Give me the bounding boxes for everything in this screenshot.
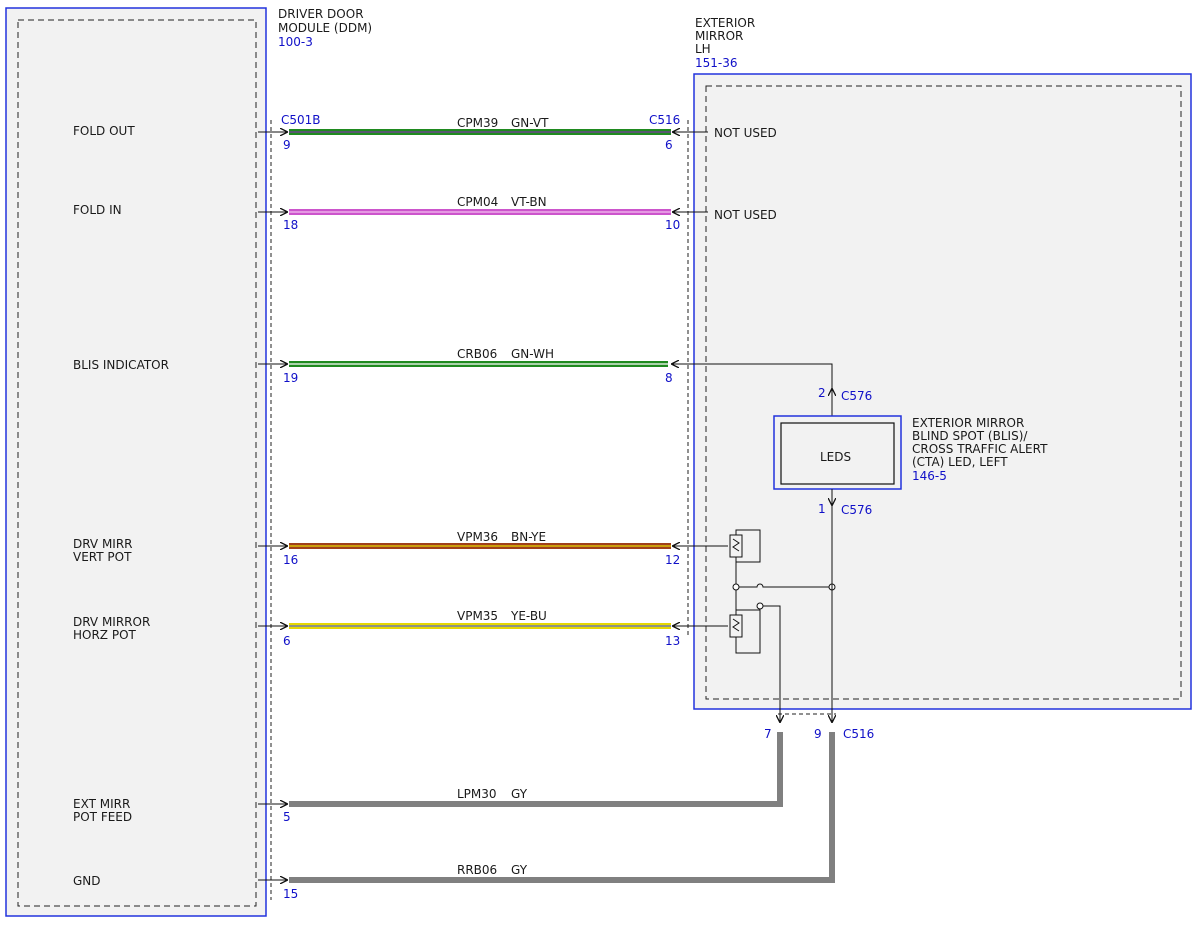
signal-pot-feed-1: EXT MIRR	[73, 797, 130, 811]
leds-pin-top: 2	[818, 386, 826, 400]
pin-ddm-fold-out: 9	[283, 138, 291, 152]
wire-horz-pot-circuit: VPM35	[457, 609, 498, 623]
leds-desc-1: EXTERIOR MIRROR	[912, 416, 1024, 430]
connector-c501b: C501B	[281, 113, 321, 127]
wire-blis-circuit: CRB06	[457, 347, 497, 361]
leds-desc-2: BLIND SPOT (BLIS)/	[912, 429, 1028, 443]
wire-pot-feed-color: GY	[511, 787, 528, 801]
wire-pot-feed	[258, 732, 783, 804]
pin-ddm-fold-in: 18	[283, 218, 298, 232]
pin-ddm-vert: 16	[283, 553, 298, 567]
leds-desc-3: CROSS TRAFFIC ALERT	[912, 442, 1048, 456]
signal-pot-feed-2: POT FEED	[73, 810, 132, 824]
not-used-fold-out: NOT USED	[714, 126, 777, 140]
ddm-frame	[5, 7, 267, 917]
leds-ref: 146-5	[912, 469, 947, 483]
connector-c516-bottom: C516	[843, 727, 874, 741]
wire-fold-in-circuit: CPM04	[457, 195, 498, 209]
c516-bottom-arrows	[780, 700, 832, 722]
signal-vert-pot-1: DRV MIRR	[73, 537, 133, 551]
pin-mirror-feed: 7	[764, 727, 772, 741]
ddm-inner-frame	[17, 19, 257, 907]
leds-label: LEDS	[820, 450, 851, 464]
signal-horz-pot-1: DRV MIRROR	[73, 615, 150, 629]
not-used-fold-in: NOT USED	[714, 208, 777, 222]
pin-mirror-horz: 13	[665, 634, 680, 648]
pin-mirror-fold-out: 6	[665, 138, 673, 152]
leds-pin-bottom: 1	[818, 502, 826, 516]
ddm-title-1: DRIVER DOOR	[278, 7, 364, 21]
wire-vert-pot-circuit: VPM36	[457, 530, 498, 544]
wire-gnd-circuit: RRB06	[457, 863, 497, 877]
wire-pot-feed-circuit: LPM30	[457, 787, 497, 801]
signal-fold-in: FOLD IN	[73, 203, 122, 217]
mirror-frame	[693, 73, 1192, 710]
pin-mirror-gnd: 9	[814, 727, 822, 741]
pin-ddm-feed: 5	[283, 810, 291, 824]
pin-mirror-vert: 12	[665, 553, 680, 567]
ddm-title-2: MODULE (DDM)	[278, 21, 372, 35]
pin-ddm-horz: 6	[283, 634, 291, 648]
signal-vert-pot-2: VERT POT	[73, 550, 132, 564]
pin-ddm-gnd: 15	[283, 887, 298, 901]
mirror-module	[687, 73, 1192, 715]
wire-fold-in-color: VT-BN	[511, 195, 547, 209]
signal-gnd: GND	[73, 874, 101, 888]
wire-fold-out-circuit: CPM39	[457, 116, 498, 130]
mirror-inner-frame	[705, 85, 1182, 700]
leds-component	[773, 389, 902, 505]
mirror-ref: 151-36	[695, 56, 738, 70]
signal-horz-pot-2: HORZ POT	[73, 628, 137, 642]
leds-connector-top: C576	[841, 389, 872, 403]
wire-gnd	[258, 732, 835, 880]
mirror-title-2: MIRROR	[695, 29, 743, 43]
wire-fold-out-color: GN-VT	[511, 116, 549, 130]
leds-desc-4: (CTA) LED, LEFT	[912, 455, 1008, 469]
wire-blis-color: GN-WH	[511, 347, 554, 361]
leds-connector-bottom: C576	[841, 503, 872, 517]
pin-mirror-blis: 8	[665, 371, 673, 385]
pin-ddm-blis: 19	[283, 371, 298, 385]
wire-horz-pot-color: YE-BU	[510, 609, 547, 623]
signal-blis-indicator: BLIS INDICATOR	[73, 358, 169, 372]
pin-mirror-fold-in: 10	[665, 218, 680, 232]
mirror-title-3: LH	[695, 42, 711, 56]
signal-fold-out: FOLD OUT	[73, 124, 135, 138]
connector-c516: C516	[649, 113, 680, 127]
wire-blis	[258, 364, 833, 418]
wire-vert-pot-color: BN-YE	[511, 530, 546, 544]
wire-gnd-color: GY	[511, 863, 528, 877]
ddm-module	[5, 7, 272, 917]
ddm-ref: 100-3	[278, 35, 313, 49]
mirror-title-1: EXTERIOR	[695, 16, 755, 30]
mirror-potentiometers	[729, 505, 836, 713]
